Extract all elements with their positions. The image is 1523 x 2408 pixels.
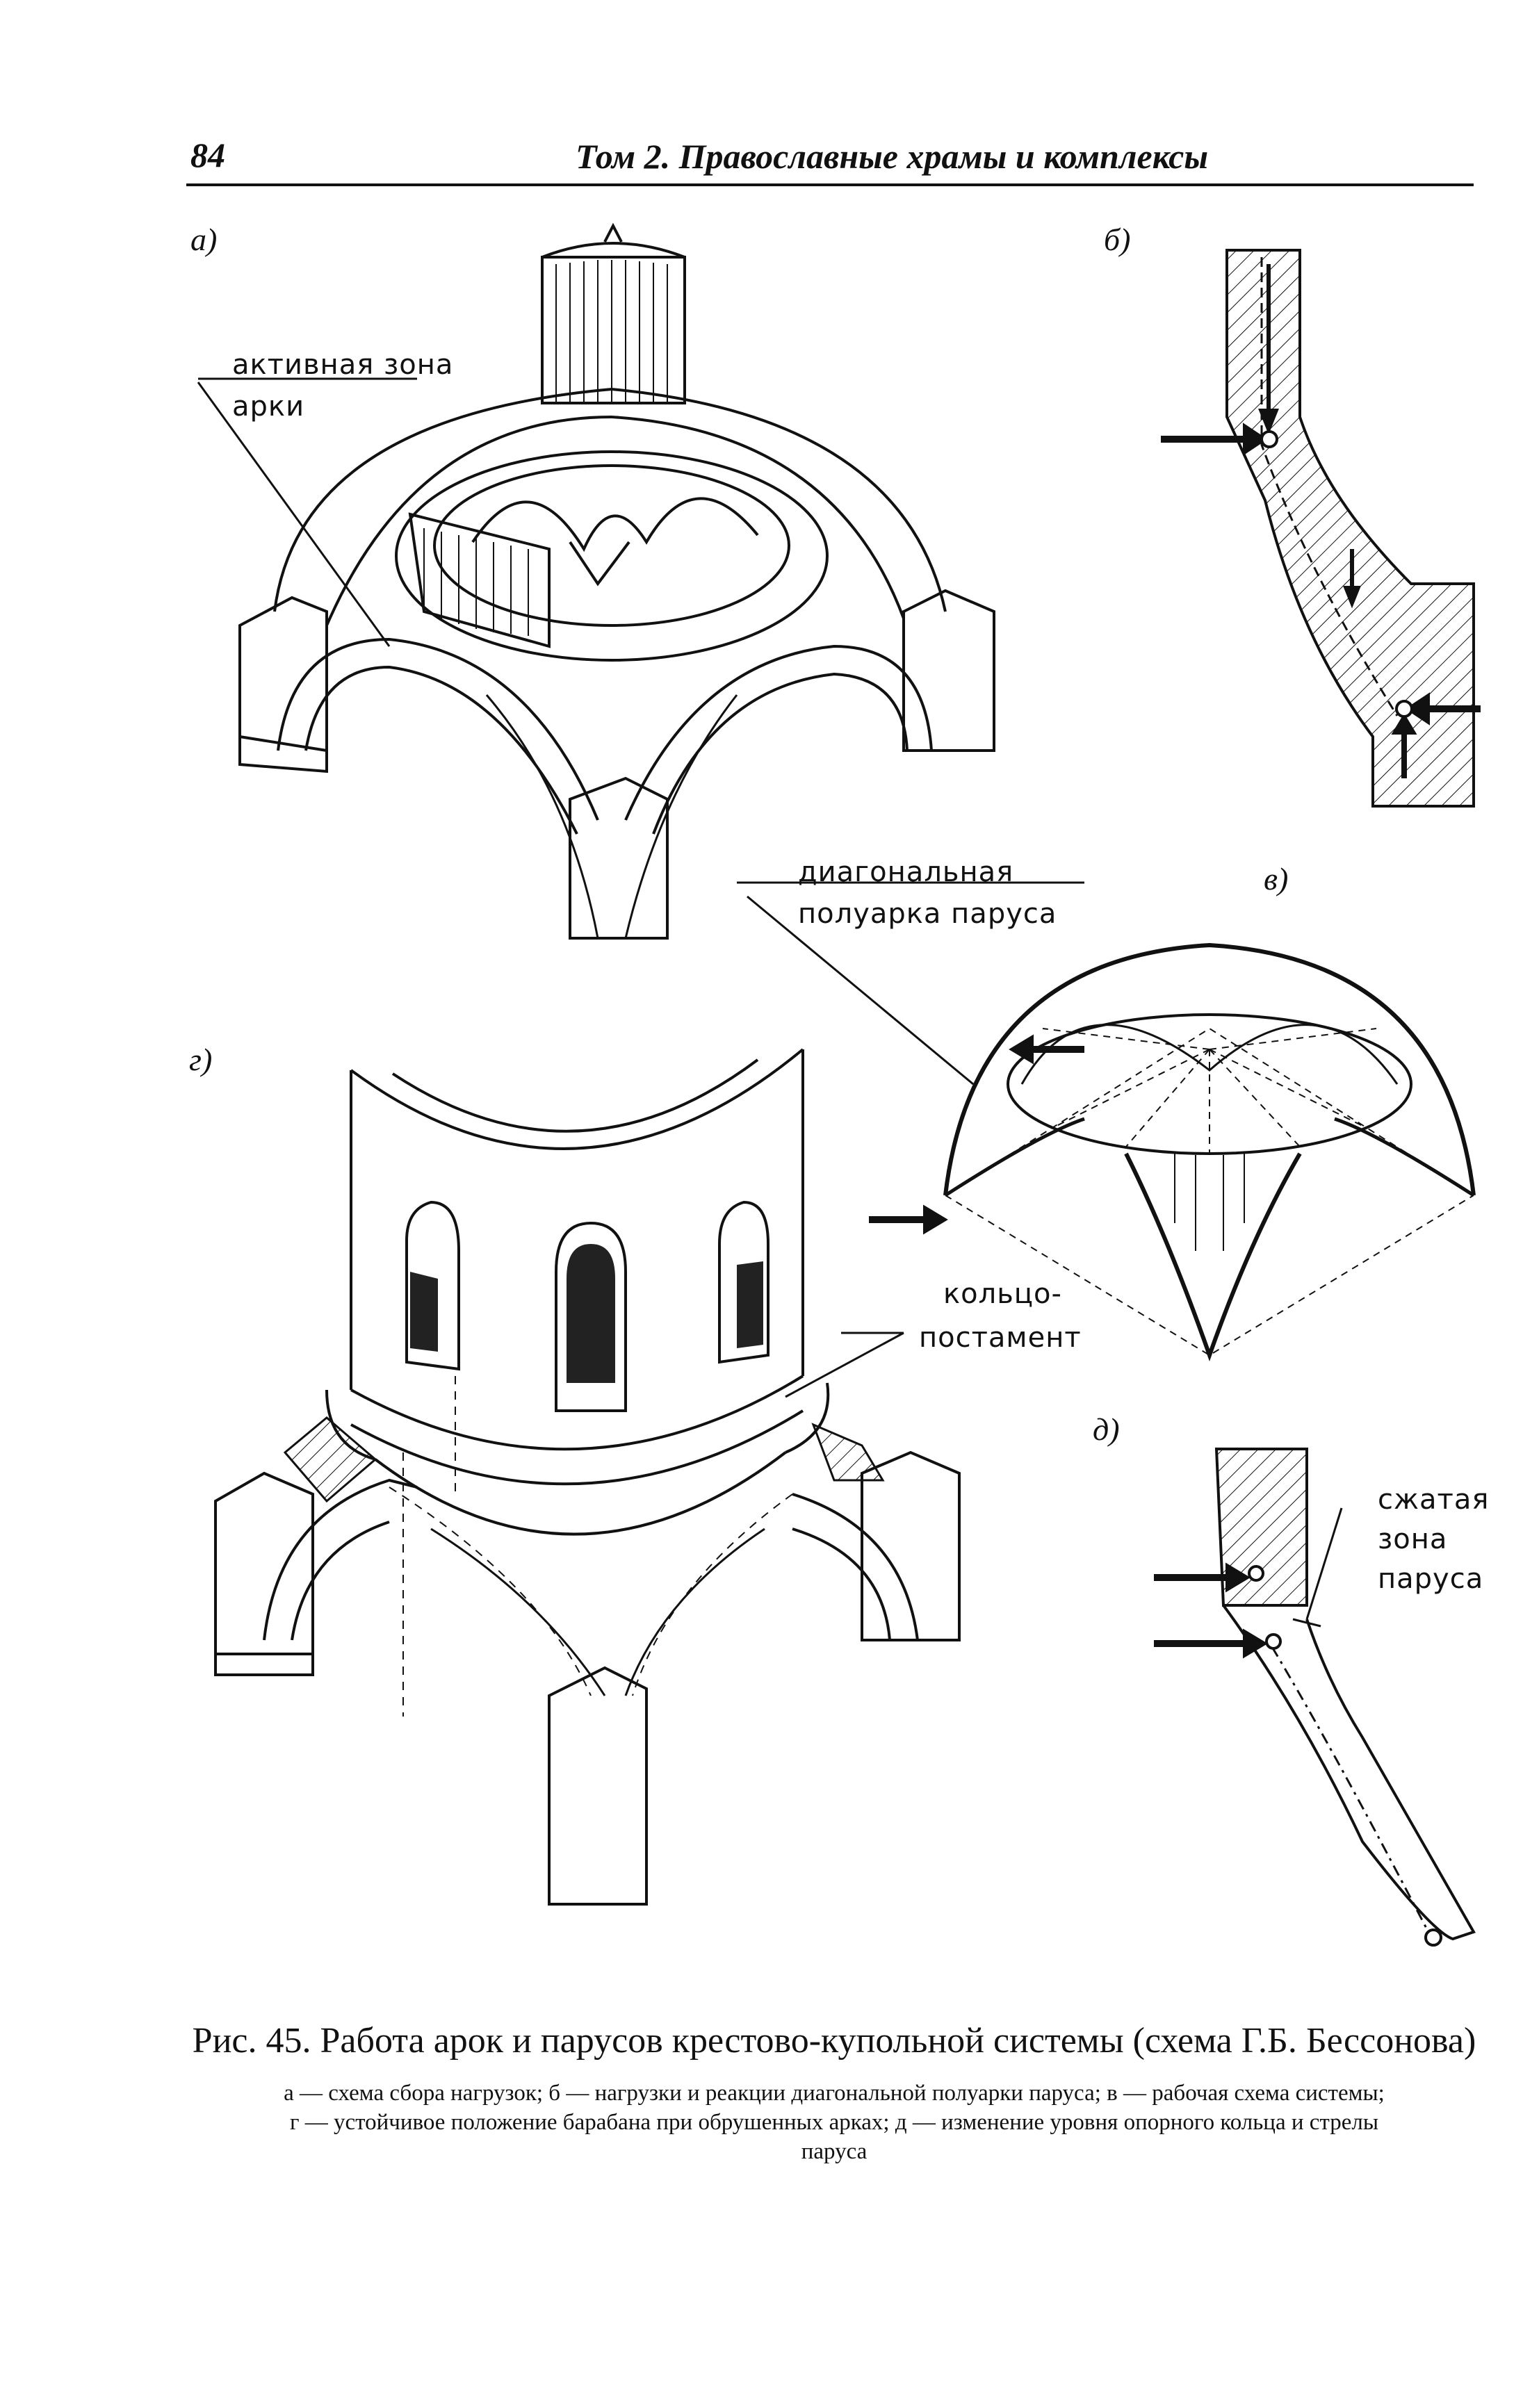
label-compressed-2: зона: [1378, 1523, 1448, 1555]
panel-a-letter: а): [190, 222, 218, 257]
label-compressed-3: паруса: [1378, 1563, 1484, 1595]
page-number: 84: [190, 136, 225, 174]
caption-title: Рис. 45. Работа арок и парусов крестово-…: [192, 2021, 1476, 2061]
panel-b-drawing: [1161, 250, 1481, 806]
caption-legend: а — схема сбора нагрузок; б — нагрузки и…: [181, 2079, 1488, 2166]
panel-g-letter: г): [189, 1042, 213, 1077]
caption-legend-line: а — схема сбора нагрузок; б — нагрузки и…: [284, 2081, 1385, 2106]
panel-d-drawing: [1154, 1449, 1474, 1945]
label-active-zone-2: арки: [232, 391, 305, 423]
figure-caption: Рис. 45. Работа арок и парусов крестово-…: [181, 2019, 1488, 2166]
panel-a-drawing: [198, 226, 994, 938]
label-diagonal-2: полуарка паруса: [798, 898, 1057, 930]
label-ring-1: кольцо-: [943, 1278, 1062, 1310]
label-ring-2: постамент: [919, 1322, 1082, 1354]
label-compressed-1: сжатая: [1378, 1484, 1490, 1516]
panel-g-drawing: [215, 1049, 959, 1904]
panel-v-drawing: [737, 883, 1474, 1355]
page-header: 84 Том 2. Православные храмы и комплексы: [186, 132, 1474, 186]
label-diagonal-1: диагональная: [798, 856, 1014, 888]
panel-b-letter: б): [1104, 222, 1131, 257]
caption-legend-line: г — устойчивое положение барабана при об…: [289, 2110, 1379, 2135]
caption-legend-line: паруса: [801, 2139, 868, 2164]
label-active-zone-1: активная зона: [232, 349, 454, 381]
running-title: Том 2. Православные храмы и комплексы: [576, 137, 1209, 176]
panel-v-letter: в): [1264, 861, 1289, 896]
panel-d-letter: д): [1093, 1411, 1120, 1447]
